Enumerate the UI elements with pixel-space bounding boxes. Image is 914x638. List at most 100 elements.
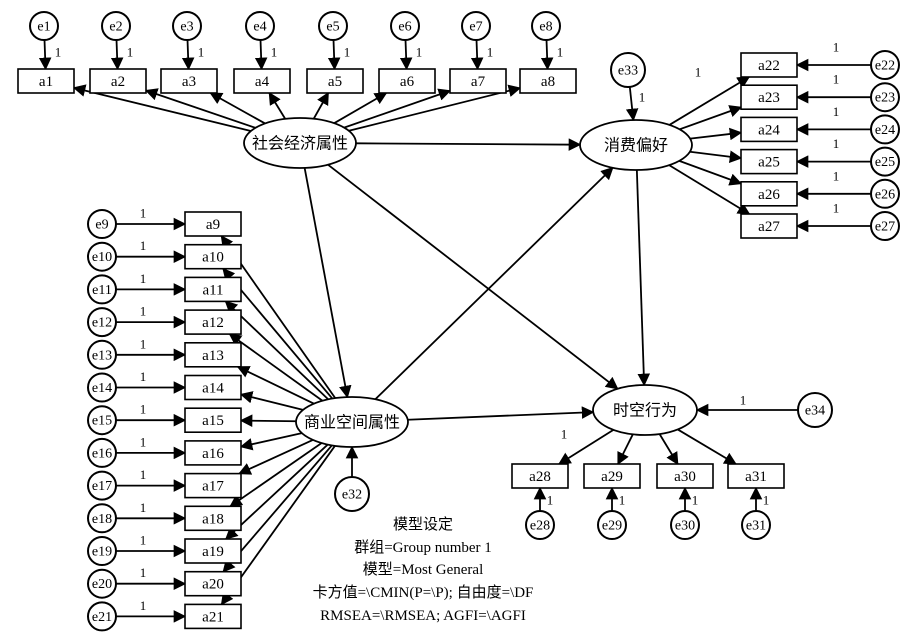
fixed-one-e22: 1 — [833, 40, 840, 55]
error-circle-e20 — [87, 568, 117, 599]
observed-box-a13 — [184, 341, 242, 368]
observed-label-a23: a23 — [758, 90, 780, 106]
observed-label-a18: a18 — [202, 511, 224, 527]
error-circle-e28 — [525, 510, 555, 540]
error-label-e30: e30 — [675, 519, 695, 534]
error-label-e28: e28 — [530, 519, 550, 534]
fixed-one-e34: 1 — [740, 393, 747, 408]
loading-comm-a19 — [225, 443, 329, 540]
observed-label-a16: a16 — [202, 446, 224, 462]
error-circle-e11 — [87, 274, 117, 305]
observed-box-a8 — [519, 68, 577, 94]
observed-label-a10: a10 — [202, 250, 224, 266]
observed-box-a7 — [449, 68, 507, 94]
observed-box-a23 — [740, 84, 798, 110]
fixed-one-e8: 1 — [557, 45, 564, 60]
observed-label-a13: a13 — [202, 348, 224, 364]
observed-box-a5 — [306, 68, 364, 94]
observed-label-a22: a22 — [758, 58, 780, 74]
latent-label-comm: 商业空间属性 — [304, 414, 400, 432]
observed-label-a19: a19 — [202, 544, 224, 560]
error-label-e21: e21 — [92, 610, 112, 625]
path-socio-comm — [303, 167, 352, 399]
observed-label-a11: a11 — [202, 282, 223, 298]
error-circle-e16 — [87, 437, 117, 468]
fixed-one-e25: 1 — [833, 136, 840, 151]
fixed-one-e17: 1 — [140, 467, 147, 482]
error-circle-e13 — [87, 339, 117, 370]
observed-label-a17: a17 — [202, 479, 224, 495]
observed-label-a9: a9 — [206, 217, 220, 233]
latent-pref — [579, 119, 693, 171]
fixed-one-e26: 1 — [833, 168, 840, 183]
latent-behav — [592, 384, 698, 436]
error-label-e16: e16 — [92, 446, 112, 461]
error-circle-e12 — [87, 307, 117, 338]
observed-label-a4: a4 — [255, 74, 270, 90]
fixed-one-e19: 1 — [140, 533, 147, 548]
observed-box-a2 — [89, 68, 147, 94]
observed-label-a6: a6 — [400, 74, 415, 90]
error-label-e4: e4 — [253, 20, 266, 35]
loading-comm-a15 — [239, 414, 297, 428]
error-path-e5 — [327, 39, 341, 71]
loading-behav-a28 — [558, 429, 614, 465]
observed-box-a24 — [740, 116, 798, 143]
fixed-one-e31: 1 — [763, 493, 770, 508]
disturbance-path-e33 — [625, 83, 639, 122]
error-label-e8: e8 — [539, 20, 552, 35]
fixed-one-e33: 1 — [639, 90, 646, 105]
error-path-e4 — [254, 39, 268, 71]
error-circle-e15 — [87, 405, 117, 436]
loading-socio-a4 — [268, 91, 286, 120]
error-circle-e2 — [101, 11, 131, 41]
observed-box-a14 — [184, 374, 242, 401]
fixed-one-e12: 1 — [140, 304, 147, 319]
error-label-e1: e1 — [37, 20, 50, 35]
error-path-e6 — [399, 39, 413, 71]
error-label-e19: e19 — [92, 545, 112, 560]
observed-label-a30: a30 — [674, 469, 696, 485]
latent-socio — [243, 117, 357, 169]
error-path-e7 — [470, 39, 484, 71]
observed-box-a4 — [233, 68, 291, 94]
error-label-e32: e32 — [342, 488, 362, 503]
fixed-one-e10: 1 — [140, 238, 147, 253]
loading-pref-a23 — [679, 105, 743, 131]
observed-label-a2: a2 — [111, 74, 125, 90]
error-circle-e17 — [87, 470, 117, 501]
observed-box-a1 — [17, 68, 75, 94]
observed-box-a26 — [740, 181, 798, 207]
observed-box-a31 — [727, 463, 785, 489]
loading-comm-a13 — [236, 365, 315, 405]
fixed-one-e4: 1 — [271, 45, 278, 60]
loading-behav-a29 — [617, 433, 634, 466]
fixed-one-e5: 1 — [344, 45, 351, 60]
error-circle-e34 — [797, 392, 833, 428]
error-label-e27: e27 — [875, 220, 895, 235]
error-circle-e1 — [29, 11, 59, 41]
error-circle-e10 — [87, 241, 117, 272]
observed-label-a25: a25 — [758, 155, 780, 171]
loading-pref-a25 — [689, 150, 743, 163]
fixed-one-e14: 1 — [140, 369, 147, 384]
loading-comm-a14 — [239, 391, 304, 411]
loading-socio-a7 — [343, 88, 452, 129]
fixed-one-e20: 1 — [140, 565, 147, 580]
observed-box-a25 — [740, 148, 798, 175]
observed-label-a3: a3 — [182, 74, 196, 90]
error-circle-e7 — [461, 11, 491, 41]
observed-box-a21 — [184, 603, 242, 630]
error-circle-e19 — [87, 536, 117, 566]
loading-socio-a6 — [333, 92, 388, 124]
error-circle-e26 — [870, 178, 900, 209]
error-path-e3 — [181, 39, 195, 71]
error-circle-e21 — [87, 601, 117, 632]
error-label-e11: e11 — [92, 283, 112, 298]
observed-box-a22 — [740, 52, 798, 78]
loading-pref-a27 — [668, 164, 751, 215]
error-circle-e33 — [610, 52, 646, 88]
observed-label-a27: a27 — [758, 219, 780, 235]
error-circle-e30 — [670, 510, 700, 540]
